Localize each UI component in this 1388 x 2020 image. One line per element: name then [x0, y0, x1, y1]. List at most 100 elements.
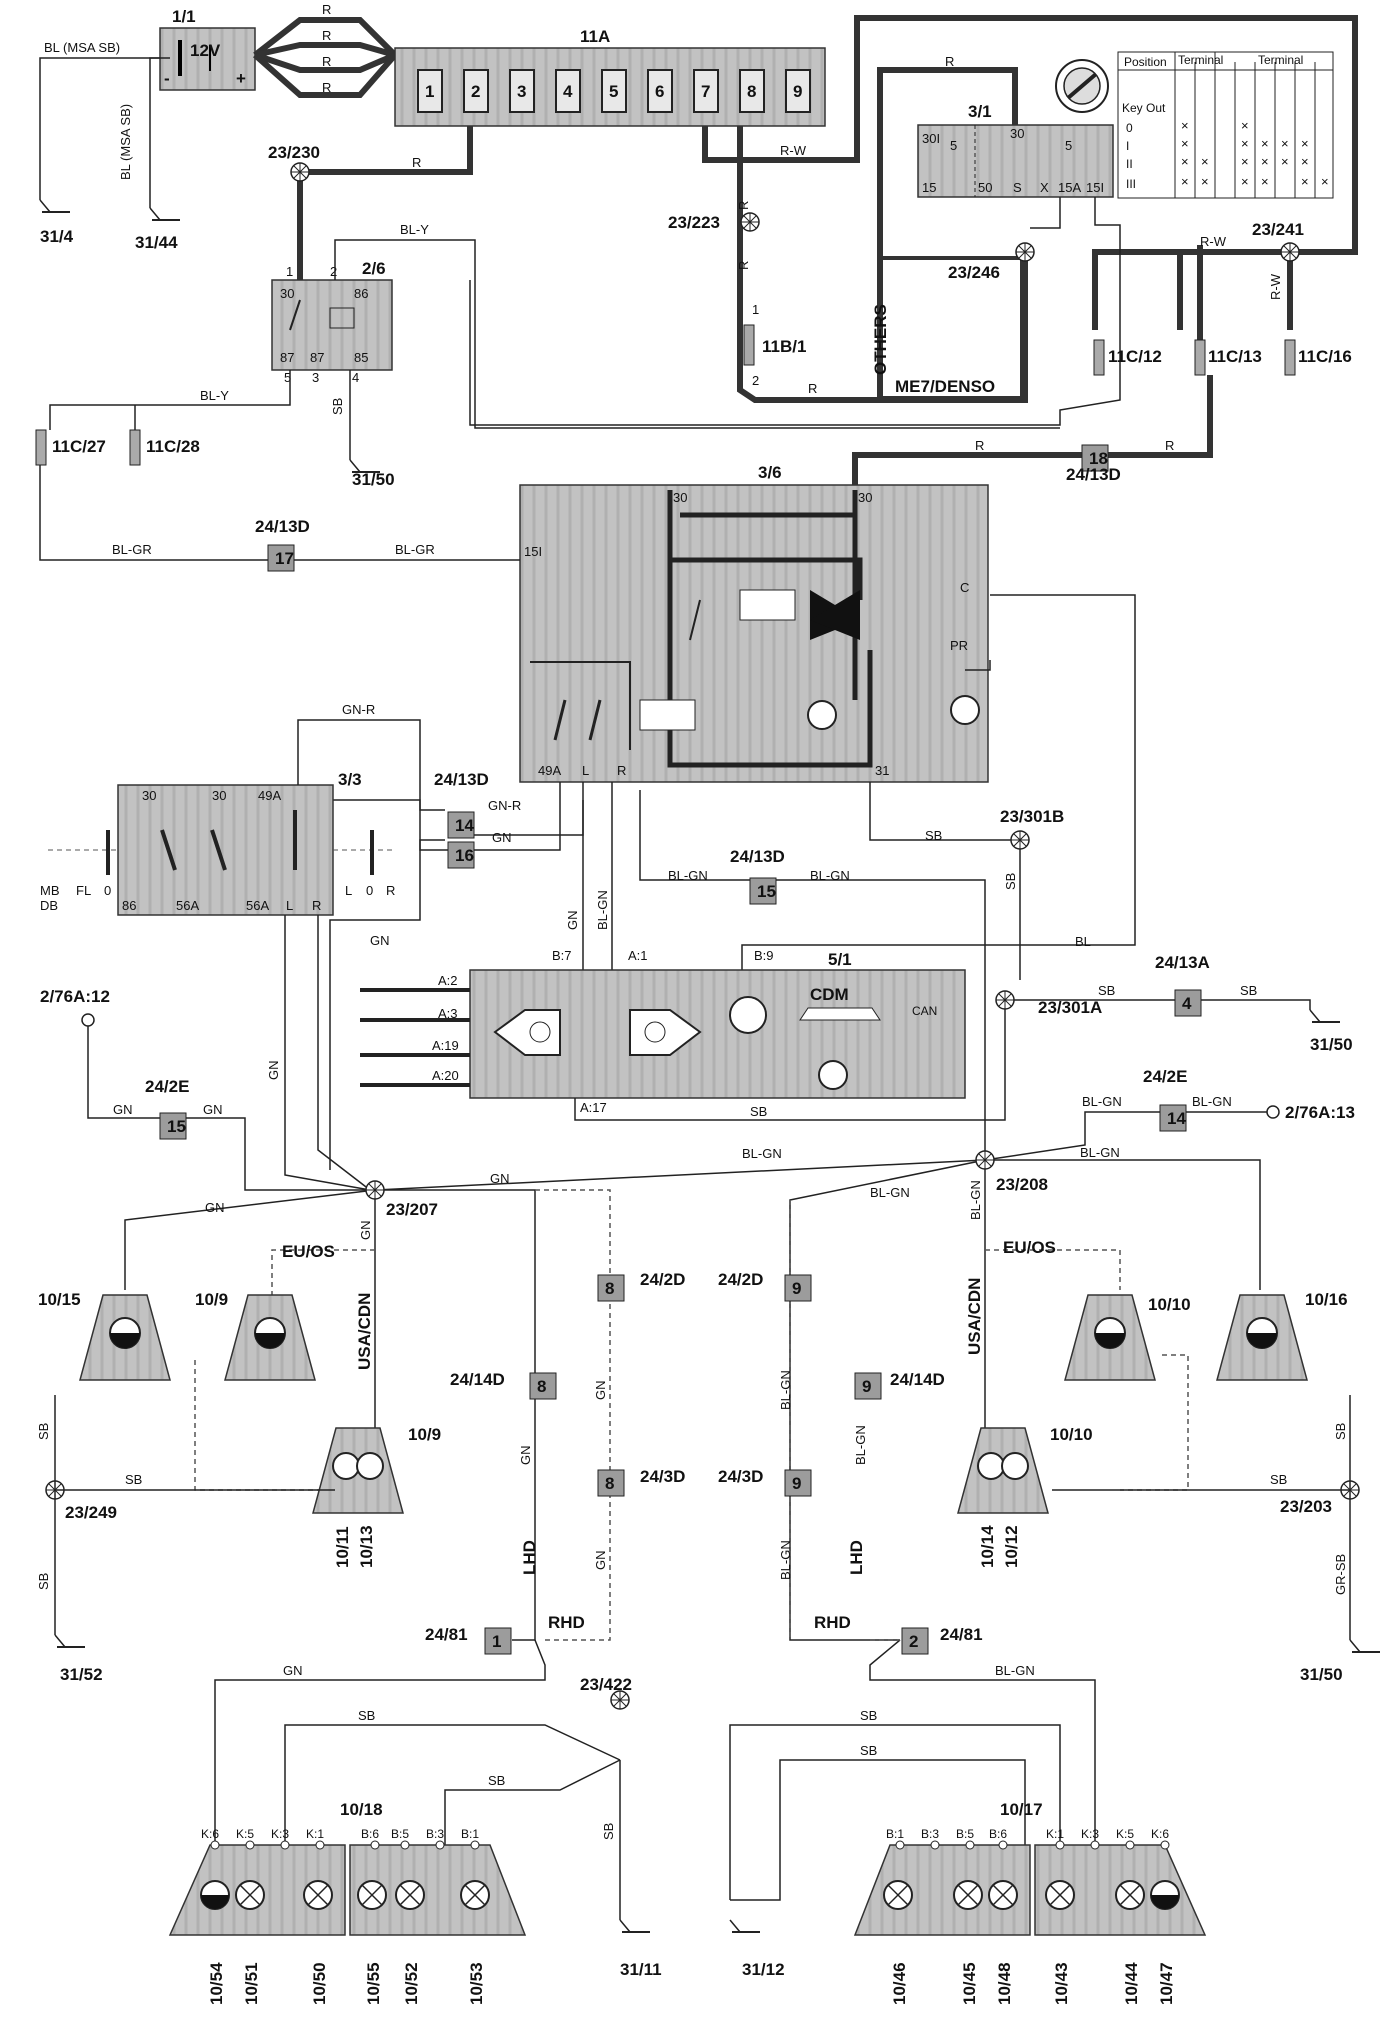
fuse-2: 2 — [463, 69, 489, 113]
ground-ref: 31/50 — [1310, 1035, 1353, 1054]
svg-text:R: R — [945, 54, 954, 69]
svg-text:R-W: R-W — [780, 143, 807, 158]
svg-text:GN: GN — [593, 1551, 608, 1571]
svg-text:A:3: A:3 — [438, 1006, 458, 1021]
ground-ref: 31/4 — [40, 227, 74, 246]
fuse-label: 5 — [609, 82, 618, 101]
svg-text:R: R — [808, 381, 817, 396]
svg-text:17: 17 — [275, 549, 294, 568]
svg-text:9: 9 — [862, 1377, 871, 1396]
svg-text:R: R — [386, 883, 395, 898]
svg-text:GR-SB: GR-SB — [1333, 1554, 1348, 1595]
splice: 23/203 — [1280, 1480, 1360, 1516]
svg-text:FL: FL — [76, 883, 91, 898]
connector-ref: 24/2D — [640, 1270, 685, 1289]
svg-text:30: 30 — [673, 490, 687, 505]
svg-text:4: 4 — [352, 370, 359, 385]
svg-text:BL-GN: BL-GN — [778, 1540, 793, 1580]
svg-text:GN: GN — [492, 830, 512, 845]
svg-text:GN: GN — [593, 1381, 608, 1401]
fuses-11c-right: 11C/12 11C/13 11C/16 — [1093, 339, 1352, 376]
svg-text:BL (MSA SB): BL (MSA SB) — [118, 104, 133, 180]
svg-text:BL-Y: BL-Y — [200, 388, 229, 403]
battery-cables — [253, 17, 398, 98]
svg-text:C: C — [960, 580, 969, 595]
lamp: 10/16 — [1216, 1290, 1348, 1381]
svg-text:11C/16: 11C/16 — [1298, 347, 1352, 366]
splice-points: 23/23023/22323/24623/24123/301B23/301A23… — [45, 143, 1360, 1710]
fuse-7: 7 — [693, 69, 719, 113]
connector-pins: 1824/13D1724/13D1424/13D161524/13D424/13… — [145, 444, 1210, 1655]
svg-text:5: 5 — [1065, 138, 1072, 153]
svg-text:3/6: 3/6 — [758, 463, 782, 482]
svg-text:A:2: A:2 — [438, 973, 458, 988]
ign-mark: × — [1181, 174, 1189, 189]
svg-text:15A: 15A — [1058, 180, 1081, 195]
bulb-ref: 10/53 — [467, 1962, 486, 2005]
svg-text:2: 2 — [909, 1632, 918, 1651]
svg-text:87: 87 — [310, 350, 324, 365]
svg-text:11B/1: 11B/1 — [762, 337, 806, 356]
svg-text:EU/OS: EU/OS — [1003, 1238, 1056, 1257]
svg-text:III: III — [1126, 177, 1136, 191]
svg-text:SB: SB — [36, 1423, 51, 1440]
svg-text:MB: MB — [40, 883, 60, 898]
svg-text:15I: 15I — [1086, 180, 1104, 195]
heavy-wires-top — [297, 15, 1358, 403]
splice-ref: 23/207 — [386, 1200, 438, 1219]
ground: 31/4 — [39, 199, 74, 246]
connector-pin: 424/13A — [1155, 953, 1210, 1017]
battery-voltage: 12V — [190, 41, 221, 60]
splice: 23/241 — [1252, 220, 1304, 262]
svg-text:BL-GN: BL-GN — [778, 1370, 793, 1410]
svg-text:ME7/DENSO: ME7/DENSO — [895, 377, 995, 396]
svg-text:30: 30 — [858, 490, 872, 505]
cdm-module-5-1: 5/1 CDM CAN B:7 A:1 B:9 A:2 A:3 A:19 A:2… — [432, 948, 966, 1115]
splice: 23/246 — [948, 242, 1035, 282]
svg-text:2: 2 — [752, 373, 759, 388]
ign-mark: × — [1261, 136, 1269, 151]
rear-pin-label: K:1 — [1046, 1827, 1064, 1841]
svg-text:BL-GN: BL-GN — [995, 1663, 1035, 1678]
svg-text:11A: 11A — [580, 27, 610, 46]
svg-text:3/3: 3/3 — [338, 770, 362, 789]
ign-mark: × — [1301, 154, 1309, 169]
rear-pin-label: B:6 — [989, 1827, 1007, 1841]
svg-text:Position: Position — [1124, 55, 1167, 69]
rear-pin-label: B:3 — [426, 1827, 444, 1841]
svg-text:11C/13: 11C/13 — [1208, 347, 1262, 366]
svg-text:10/14: 10/14 — [978, 1525, 997, 1568]
svg-text:0: 0 — [1126, 121, 1133, 135]
svg-text:14: 14 — [1167, 1109, 1186, 1128]
rear-pin-label: B:6 — [361, 1827, 379, 1841]
fuse-9: 9 — [785, 69, 811, 113]
splice-ref: 23/301B — [1000, 807, 1064, 826]
bulb-ref: 10/47 — [1157, 1962, 1176, 2005]
svg-text:L: L — [582, 763, 589, 778]
fuse-label: 8 — [747, 82, 756, 101]
svg-text:R: R — [322, 2, 331, 17]
svg-text:GN: GN — [370, 933, 390, 948]
rear-pin-label: K:6 — [201, 1827, 219, 1841]
ground-ref: 31/12 — [742, 1960, 785, 1979]
svg-text:BL-GR: BL-GR — [112, 542, 152, 557]
svg-text:BL-GN: BL-GN — [595, 890, 610, 930]
svg-text:CAN: CAN — [912, 1004, 937, 1018]
svg-text:BL-Y: BL-Y — [400, 222, 429, 237]
ign-mark: × — [1301, 174, 1309, 189]
svg-text:5/1: 5/1 — [828, 950, 852, 969]
connector-ref: 24/13D — [255, 517, 310, 536]
ign-mark: × — [1181, 118, 1189, 133]
svg-text:10/13: 10/13 — [357, 1525, 376, 1568]
